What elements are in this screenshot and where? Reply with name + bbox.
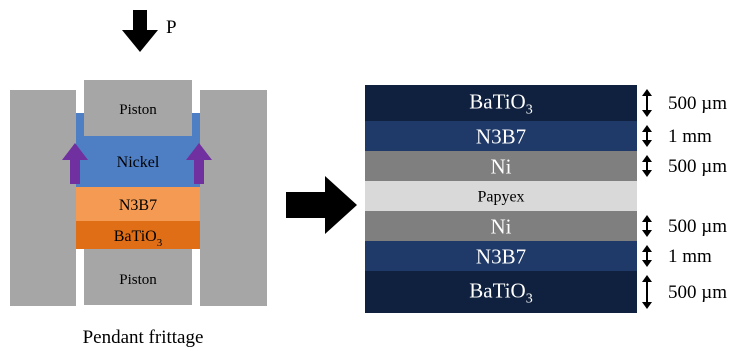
stack-layer-4-papyex-label: Papyex — [477, 189, 524, 206]
caption: Pendant frittage — [83, 327, 204, 348]
stack-layer-3-ni-thickness-arrowhead-bottom — [642, 170, 652, 177]
stack-layer-5-ni-thickness-label: 500 µm — [668, 216, 727, 237]
stack-layer-3-ni — [365, 151, 637, 181]
die-left-wall — [10, 90, 76, 306]
stack-layer-1-batio3-thickness-arrowhead-bottom — [642, 110, 652, 117]
stack-layer-2-n3b7-thickness-arrowhead-top — [642, 125, 652, 132]
stack-layer-4-papyex — [365, 181, 637, 211]
thickness-annotations: 500 µm 1 mm 500 µm 500 µm 1 mm 500 µm — [642, 89, 727, 309]
stack-layer-2-n3b7 — [365, 121, 637, 151]
die-right-wall — [200, 90, 267, 306]
stack-layer-5-ni — [365, 211, 637, 241]
stack-layer-6-n3b7-thickness-arrowhead-top — [642, 245, 652, 252]
stack-layer-7-batio3-thickness-arrowhead-bottom — [642, 302, 652, 309]
top-piston-label: Piston — [119, 102, 157, 118]
stack-layer-1-batio3-thickness-arrowhead-top — [642, 89, 652, 96]
bottom-piston-label: Piston — [119, 272, 157, 288]
mold-layer-n3b7 — [76, 187, 200, 221]
stack-layer-2-n3b7-thickness-label: 1 mm — [668, 126, 712, 147]
top-piston — [84, 80, 192, 136]
stack-layer-6-n3b7-thickness-arrowhead-bottom — [642, 260, 652, 267]
mold-layer-nickel-label: Nickel — [117, 154, 160, 171]
stack-layer-1-batio3-label: BaTiO3 — [469, 89, 532, 117]
flow-arrow-left — [62, 143, 88, 184]
stack-layer-3-ni-thickness-label: 500 µm — [668, 156, 727, 177]
stack-layer-1-batio3-thickness-label: 500 µm — [668, 93, 727, 114]
pressure-label: P — [166, 17, 177, 38]
stack-layer-7-batio3 — [365, 271, 637, 313]
transition-arrow — [286, 176, 357, 234]
stack-layer-3-ni-label: Ni — [491, 154, 512, 178]
stack-layer-6-n3b7 — [365, 241, 637, 271]
stack-layer-7-batio3-label: BaTiO3 — [469, 278, 532, 306]
flow-arrow-right — [186, 143, 212, 184]
stack-layer-2-n3b7-label: N3B7 — [476, 124, 526, 148]
stack-layer-1-batio3 — [365, 85, 637, 121]
stack-layer-2-n3b7-thickness-arrowhead-bottom — [642, 140, 652, 147]
mold-layer-batio3 — [76, 221, 200, 249]
pressure-arrow — [122, 10, 158, 52]
stack-layer-7-batio3-thickness-arrowhead-top — [642, 275, 652, 282]
stack-layer-5-ni-thickness-arrowhead-bottom — [642, 230, 652, 237]
bottom-piston — [84, 249, 192, 305]
stack-layer-3-ni-thickness-arrowhead-top — [642, 155, 652, 162]
mold-layer-n3b7-label: N3B7 — [119, 197, 157, 214]
stack-layer-7-batio3-thickness-label: 500 µm — [668, 282, 727, 303]
stack-layer-6-n3b7-thickness-label: 1 mm — [668, 246, 712, 267]
stack-layer-5-ni-label: Ni — [491, 214, 512, 238]
stack-layer-6-n3b7-label: N3B7 — [476, 244, 526, 268]
mold-layer-batio3-label: BaTiO3 — [114, 228, 163, 249]
stack-layer-5-ni-thickness-arrowhead-top — [642, 215, 652, 222]
